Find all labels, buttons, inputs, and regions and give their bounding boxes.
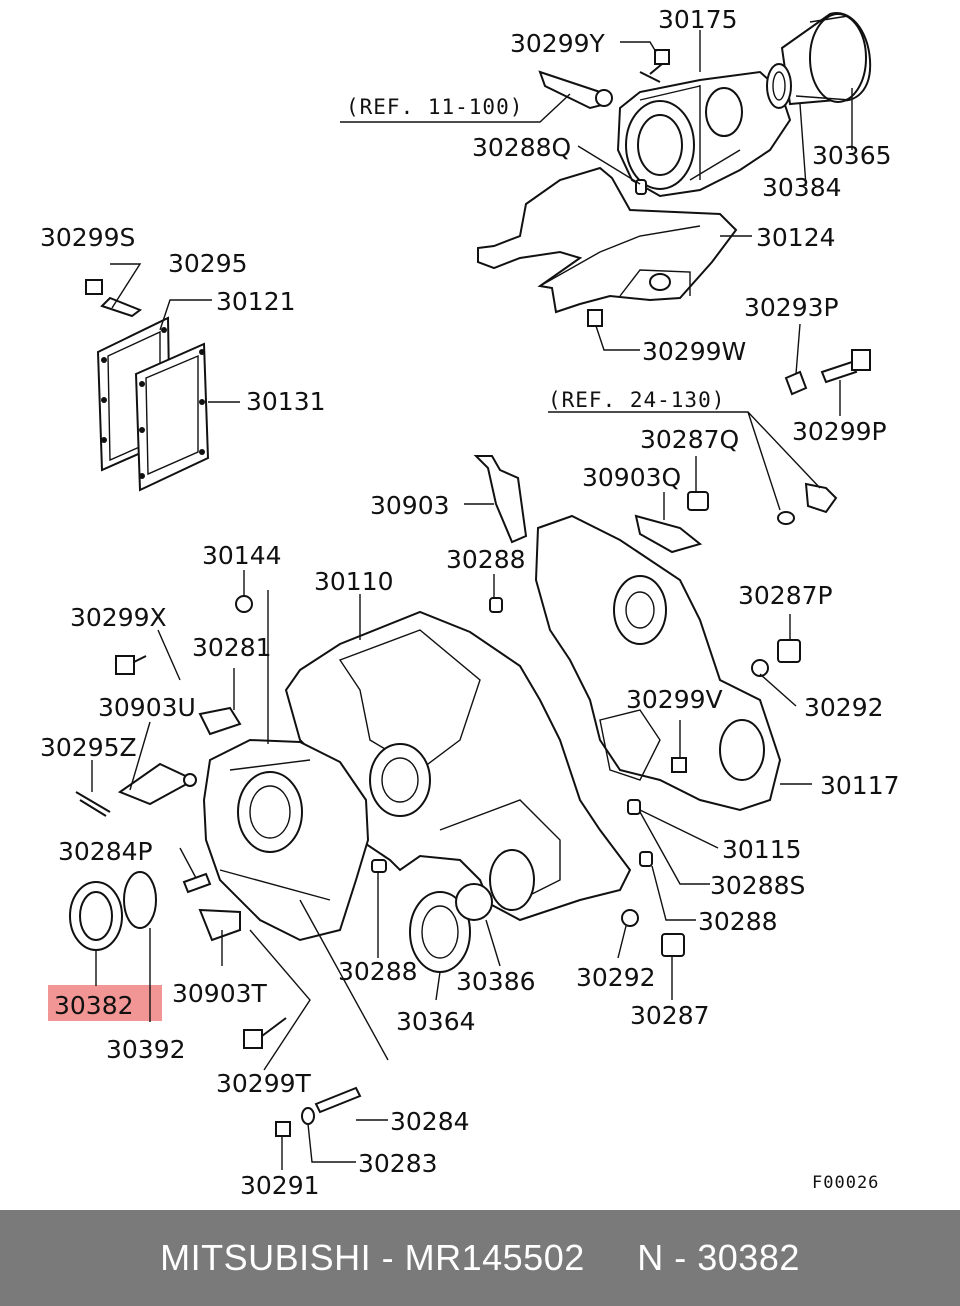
ring-30386[interactable] — [455, 883, 493, 921]
label-30392: 30392 — [106, 1035, 186, 1064]
label-30384: 30384 — [762, 173, 842, 202]
ref-11-100: (REF. 11-100) — [346, 95, 523, 119]
leader-lines — [91, 30, 853, 1170]
front-cover-30281[interactable] — [202, 738, 370, 942]
label-30903Q: 30903Q — [582, 463, 681, 492]
bolt-30299V[interactable] — [671, 757, 687, 773]
bolt-30299X[interactable] — [115, 655, 147, 675]
tube-ref-11-100[interactable] — [538, 70, 613, 110]
label-30292-a: 30292 — [804, 693, 884, 722]
label-30295: 30295 — [168, 249, 248, 278]
label-30299Y: 30299Y — [510, 29, 606, 58]
washer-30283[interactable] — [301, 1107, 315, 1125]
oil-seal-30382[interactable] — [69, 881, 123, 951]
bolt-30299Y[interactable] — [639, 49, 670, 83]
bracket-30903Q[interactable] — [634, 514, 703, 554]
plug-30287P[interactable] — [777, 639, 801, 663]
label-30281: 30281 — [192, 633, 272, 662]
part-info-text: MITSUBISHI - MR145502 N - 30382 — [160, 1237, 800, 1278]
label-30903: 30903 — [370, 491, 450, 520]
label-30117: 30117 — [820, 771, 900, 800]
label-30288-b: 30288 — [698, 907, 778, 936]
label-30287P: 30287P — [738, 581, 833, 610]
label-30131: 30131 — [246, 387, 326, 416]
stud-30284P[interactable] — [182, 872, 212, 894]
pin-30288-top[interactable] — [489, 597, 503, 613]
label-30124: 30124 — [756, 223, 836, 252]
exploded-parts-diagram: 30175 30299Y (REF. 11-100) 30288Q 30365 … — [40, 5, 900, 1200]
sensor-ref-24-130[interactable] — [777, 482, 838, 525]
label-30284: 30284 — [390, 1107, 470, 1136]
plug-30287Q[interactable] — [687, 491, 709, 511]
label-30287Q: 30287Q — [640, 425, 739, 454]
pin-30288-right[interactable] — [639, 851, 653, 867]
label-30175: 30175 — [658, 5, 738, 34]
bracket-30903T[interactable] — [198, 908, 241, 942]
bracket-30903[interactable] — [473, 455, 528, 544]
cap-30365[interactable] — [780, 12, 872, 106]
bolt-30299W[interactable] — [587, 309, 603, 327]
nut-30291[interactable] — [275, 1121, 291, 1137]
gasket-30131[interactable] — [134, 342, 210, 492]
plug-30287[interactable] — [661, 933, 685, 957]
washer-30292-top[interactable] — [751, 659, 769, 677]
label-30144: 30144 — [202, 541, 282, 570]
label-30386: 30386 — [456, 967, 536, 996]
label-30299X: 30299X — [70, 603, 167, 632]
bracket-30903U[interactable] — [198, 706, 242, 736]
label-30283: 30283 — [358, 1149, 438, 1178]
clip-30293P[interactable] — [784, 370, 808, 396]
label-30299T: 30299T — [216, 1069, 312, 1098]
bracket-30295Z[interactable] — [117, 762, 197, 806]
label-30299S: 30299S — [40, 223, 135, 252]
case-half-30117[interactable] — [534, 514, 782, 812]
label-30292-b: 30292 — [576, 963, 656, 992]
pin-30288-mid[interactable] — [371, 859, 387, 873]
seal-30384[interactable] — [766, 63, 792, 109]
label-30110: 30110 — [314, 567, 394, 596]
transfer-case-30110[interactable] — [284, 610, 632, 922]
bolt-30299P[interactable] — [820, 349, 871, 384]
figure-code: F00026 — [812, 1173, 879, 1193]
label-30288S: 30288S — [710, 871, 805, 900]
label-30293P: 30293P — [744, 293, 839, 322]
label-30284P: 30284P — [58, 837, 153, 866]
label-30287: 30287 — [630, 1001, 710, 1030]
oil-seal-30144[interactable] — [235, 595, 253, 613]
label-30365: 30365 — [812, 141, 892, 170]
seal-30364[interactable] — [409, 891, 471, 973]
bolt-30299T[interactable] — [243, 1017, 287, 1049]
extension-housing-30175[interactable] — [616, 70, 792, 198]
label-30299P: 30299P — [792, 417, 887, 446]
ref-24-130: (REF. 24-130) — [548, 388, 725, 412]
stud-30284[interactable] — [314, 1086, 362, 1114]
label-30382: 30382 — [54, 991, 134, 1020]
selected-part-highlight — [48, 985, 162, 1021]
bolt-30299S[interactable] — [85, 279, 103, 295]
label-30288-a: 30288 — [446, 545, 526, 574]
label-30288Q: 30288Q — [472, 133, 571, 162]
label-30291: 30291 — [240, 1171, 320, 1200]
label-30288-c: 30288 — [338, 957, 418, 986]
cover-30124[interactable] — [477, 166, 738, 314]
label-30903U: 30903U — [98, 693, 196, 722]
label-30299V: 30299V — [626, 685, 723, 714]
label-30299W: 30299W — [642, 337, 746, 366]
label-30364: 30364 — [396, 1007, 476, 1036]
label-30295Z: 30295Z — [40, 733, 137, 762]
clip-30295[interactable] — [100, 296, 143, 318]
clip-30295Z[interactable] — [75, 791, 111, 817]
ring-30392[interactable] — [123, 871, 157, 929]
part-info-footer: MITSUBISHI - MR145502 N - 30382 — [0, 1210, 960, 1306]
label-30115: 30115 — [722, 835, 802, 864]
pin-30288S[interactable] — [627, 799, 641, 815]
label-30121: 30121 — [216, 287, 296, 316]
label-30903T: 30903T — [172, 979, 268, 1008]
washer-30292-bottom[interactable] — [621, 909, 639, 927]
diagram-canvas: 30175 30299Y (REF. 11-100) 30288Q 30365 … — [40, 5, 900, 1200]
